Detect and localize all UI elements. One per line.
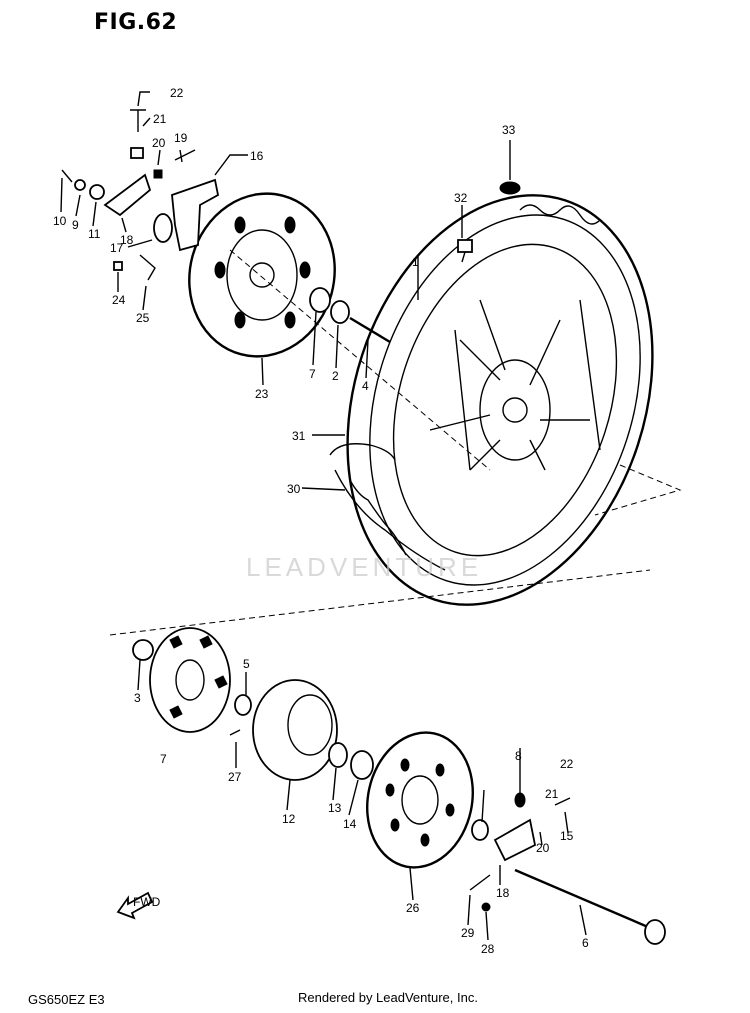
callout-31: 31 (292, 429, 306, 443)
callout-12: 12 (282, 812, 296, 826)
watermark: LEADVENTURE (246, 552, 483, 582)
callout-23: 23 (255, 387, 269, 401)
callout-4: 4 (362, 379, 369, 393)
callout-26: 26 (406, 901, 420, 915)
callout-29: 29 (461, 926, 475, 940)
fwd-label: FWD (133, 895, 161, 909)
callout-16: 16 (250, 149, 264, 163)
callout-22: 22 (170, 86, 184, 100)
callout-18: 18 (120, 233, 134, 247)
small-hardware (61, 109, 196, 281)
valve (457, 239, 473, 263)
callout-20: 20 (152, 136, 166, 150)
callout-3: 3 (134, 691, 141, 705)
callout-21: 21 (153, 112, 167, 126)
callout-1: 1 (412, 255, 419, 269)
callout-7-rear: 7 (160, 752, 167, 766)
callout-32: 32 (454, 191, 468, 205)
callout-labels: 22 21 20 19 16 10 9 11 18 17 24 25 23 7 … (53, 86, 589, 956)
brake-disc (188, 192, 336, 358)
callout-7: 7 (309, 367, 316, 381)
callout-15: 15 (560, 829, 574, 843)
wheel-rim (392, 243, 618, 557)
callout-28: 28 (481, 942, 495, 956)
callout-5: 5 (243, 657, 250, 671)
callout-2: 2 (332, 369, 339, 383)
callout-25: 25 (136, 311, 150, 325)
callout-10: 10 (53, 214, 67, 228)
callout-33: 33 (502, 123, 516, 137)
callout-27: 27 (228, 770, 242, 784)
callout-19: 19 (174, 131, 188, 145)
torque-link (103, 173, 152, 217)
callout-18-rear: 18 (496, 886, 510, 900)
callout-13: 13 (328, 801, 342, 815)
figure-title: FIG.62 (94, 10, 178, 35)
sprocket-carrier (229, 679, 338, 781)
callout-8: 8 (515, 749, 522, 763)
rear-axle (469, 792, 666, 945)
callout-30: 30 (287, 482, 301, 496)
callout-21-rear: 21 (545, 787, 559, 801)
credit-line: Rendered by LeadVenture, Inc. (298, 990, 478, 1005)
model-code: GS650EZ E3 (28, 992, 105, 1007)
callout-20-rear: 20 (536, 841, 550, 855)
callout-6: 6 (582, 936, 589, 950)
callout-17: 17 (110, 241, 124, 255)
callout-14: 14 (343, 817, 357, 831)
tire (346, 194, 654, 606)
fwd-arrow-icon: FWD (116, 891, 161, 920)
valve-cap (499, 181, 521, 195)
callout-24: 24 (112, 293, 126, 307)
inner-tube (329, 443, 446, 571)
rear-sprocket (366, 731, 474, 869)
callout-9: 9 (72, 218, 79, 232)
callout-22-rear: 22 (560, 757, 574, 771)
caliper-bracket (171, 178, 220, 252)
axle-spacer (309, 287, 391, 344)
bearing (328, 742, 374, 780)
callout-11: 11 (88, 227, 101, 241)
damper-rubbers (132, 627, 231, 733)
